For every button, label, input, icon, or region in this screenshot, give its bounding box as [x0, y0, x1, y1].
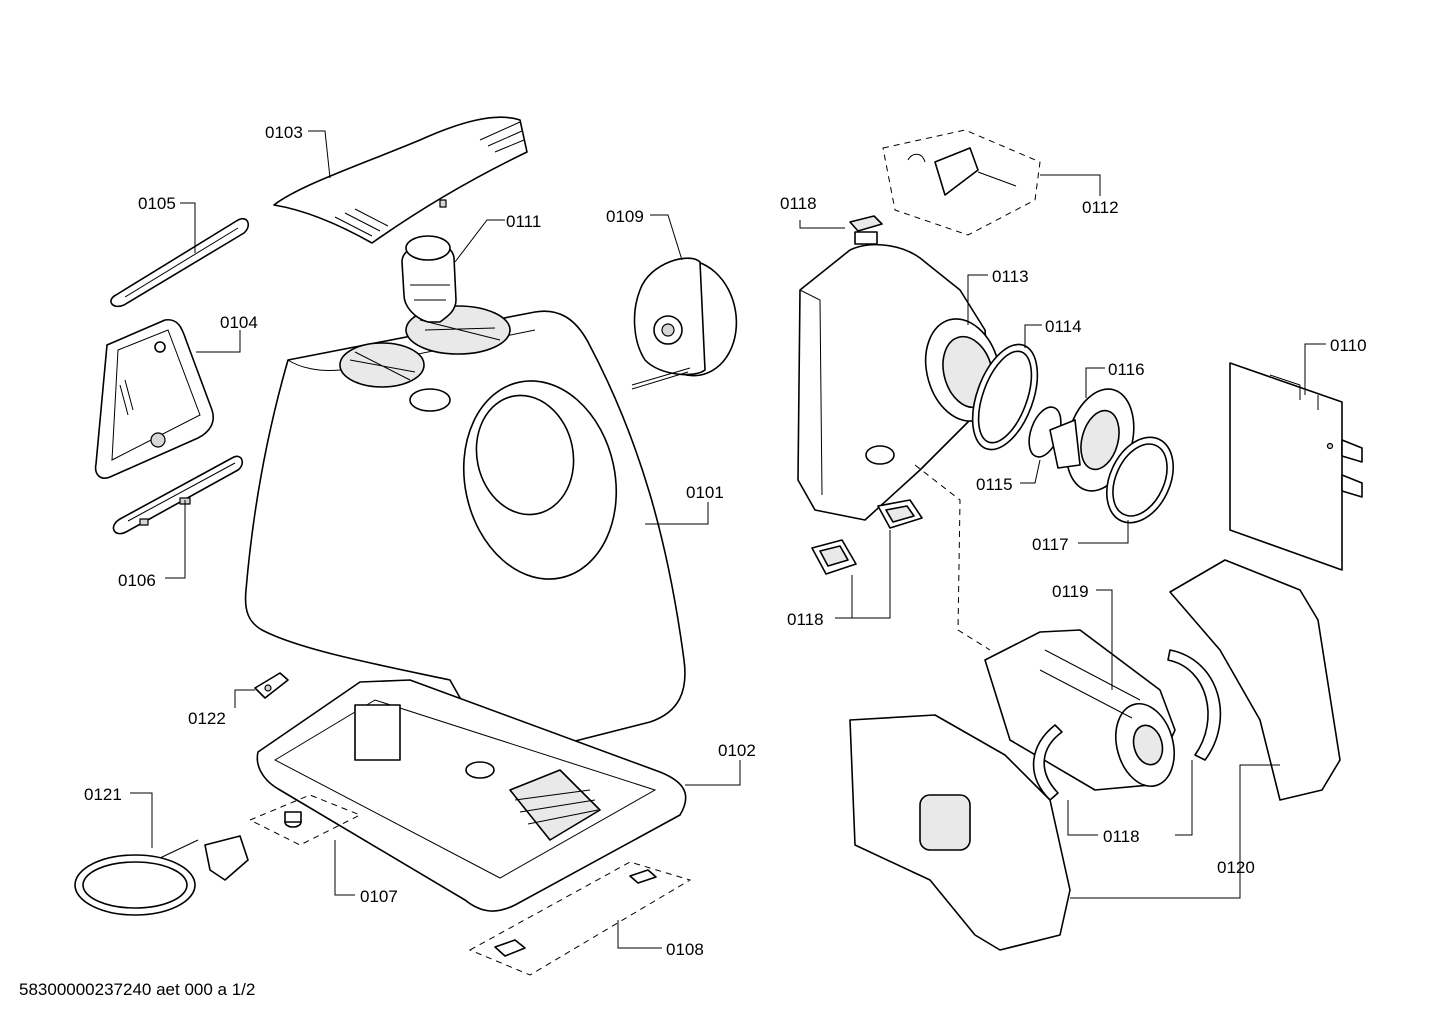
- document-code: 58300000237240 aet 000 a 1/2: [19, 980, 256, 999]
- svg-text:0113: 0113: [992, 267, 1029, 286]
- label-0118-top: 0118: [780, 194, 845, 229]
- label-0113: 0113: [967, 267, 1029, 325]
- label-0118-blocks: 0118: [787, 530, 891, 629]
- label-0105: 0105: [138, 194, 196, 253]
- label-0114: 0114: [1024, 317, 1082, 348]
- part-0118-block-top: [849, 215, 883, 232]
- svg-text:0117: 0117: [1032, 535, 1069, 554]
- svg-text:0122: 0122: [188, 709, 226, 728]
- label-0116: 0116: [1085, 360, 1145, 398]
- part-0119-motor: [984, 629, 1176, 791]
- svg-text:0121: 0121: [84, 785, 122, 804]
- label-0121: 0121: [84, 785, 153, 848]
- part-0108-foot-group: [468, 861, 692, 976]
- svg-text:0118: 0118: [780, 194, 817, 213]
- svg-text:0110: 0110: [1330, 336, 1367, 355]
- label-0119: 0119: [1052, 582, 1113, 690]
- svg-text:0120: 0120: [1217, 858, 1255, 877]
- svg-text:0109: 0109: [606, 207, 644, 226]
- label-0108: 0108: [617, 920, 704, 959]
- assembly-connector-line: [914, 464, 991, 651]
- label-0104: 0104: [196, 313, 258, 353]
- svg-text:0104: 0104: [220, 313, 258, 332]
- part-0103-top-cover: [273, 116, 528, 244]
- part-0107-foot-group: [248, 794, 362, 846]
- svg-text:0118: 0118: [787, 610, 824, 629]
- part-0110-panel: [1229, 362, 1363, 571]
- svg-text:0108: 0108: [666, 940, 704, 959]
- label-0117: 0117: [1032, 520, 1129, 554]
- part-0121-power-cable: [74, 835, 249, 916]
- label-0118-brushes: 0118: [1067, 760, 1193, 846]
- label-0103: 0103: [265, 123, 331, 179]
- svg-text:0119: 0119: [1052, 582, 1089, 601]
- part-0106-strip: [112, 455, 244, 535]
- svg-text:0118: 0118: [1103, 827, 1140, 846]
- part-0117-clip-ring: [1106, 436, 1174, 524]
- svg-text:0105: 0105: [138, 194, 176, 213]
- svg-text:0106: 0106: [118, 571, 156, 590]
- part-0111-coupling: [401, 235, 457, 323]
- svg-text:0102: 0102: [718, 741, 756, 760]
- part-0102-base: [256, 679, 687, 912]
- part-0114-o-ring: [971, 343, 1039, 451]
- part-0101-main-housing: [244, 305, 686, 757]
- svg-text:0101: 0101: [686, 483, 724, 502]
- part-0112-switch-assembly: [882, 129, 1041, 236]
- svg-text:0107: 0107: [360, 887, 398, 906]
- label-0120: 0120: [1070, 764, 1280, 899]
- label-0110: 0110: [1304, 336, 1367, 395]
- label-0106: 0106: [118, 500, 186, 590]
- svg-text:0103: 0103: [265, 123, 303, 142]
- label-0102: 0102: [685, 741, 756, 786]
- svg-text:0116: 0116: [1108, 360, 1145, 379]
- part-0120-motor-housing: [849, 559, 1341, 951]
- svg-text:0115: 0115: [976, 475, 1013, 494]
- label-0122: 0122: [188, 689, 255, 728]
- label-0109: 0109: [606, 207, 683, 261]
- label-0111: 0111: [454, 212, 541, 263]
- part-0104-side-plate: [94, 318, 214, 479]
- svg-text:0111: 0111: [506, 212, 541, 231]
- part-0118-blocks-bottom: [811, 499, 923, 575]
- part-0118-brush-arcs: [1032, 649, 1222, 801]
- svg-text:0114: 0114: [1045, 317, 1082, 336]
- part-0105-strip: [110, 218, 250, 308]
- part-0122-bracket: [254, 672, 289, 699]
- label-0107: 0107: [334, 840, 398, 906]
- label-0112: 0112: [1040, 174, 1119, 217]
- svg-text:0112: 0112: [1082, 198, 1119, 217]
- part-0109-ring-assembly: [631, 257, 738, 390]
- label-0101: 0101: [645, 483, 724, 525]
- label-0115: 0115: [976, 459, 1041, 494]
